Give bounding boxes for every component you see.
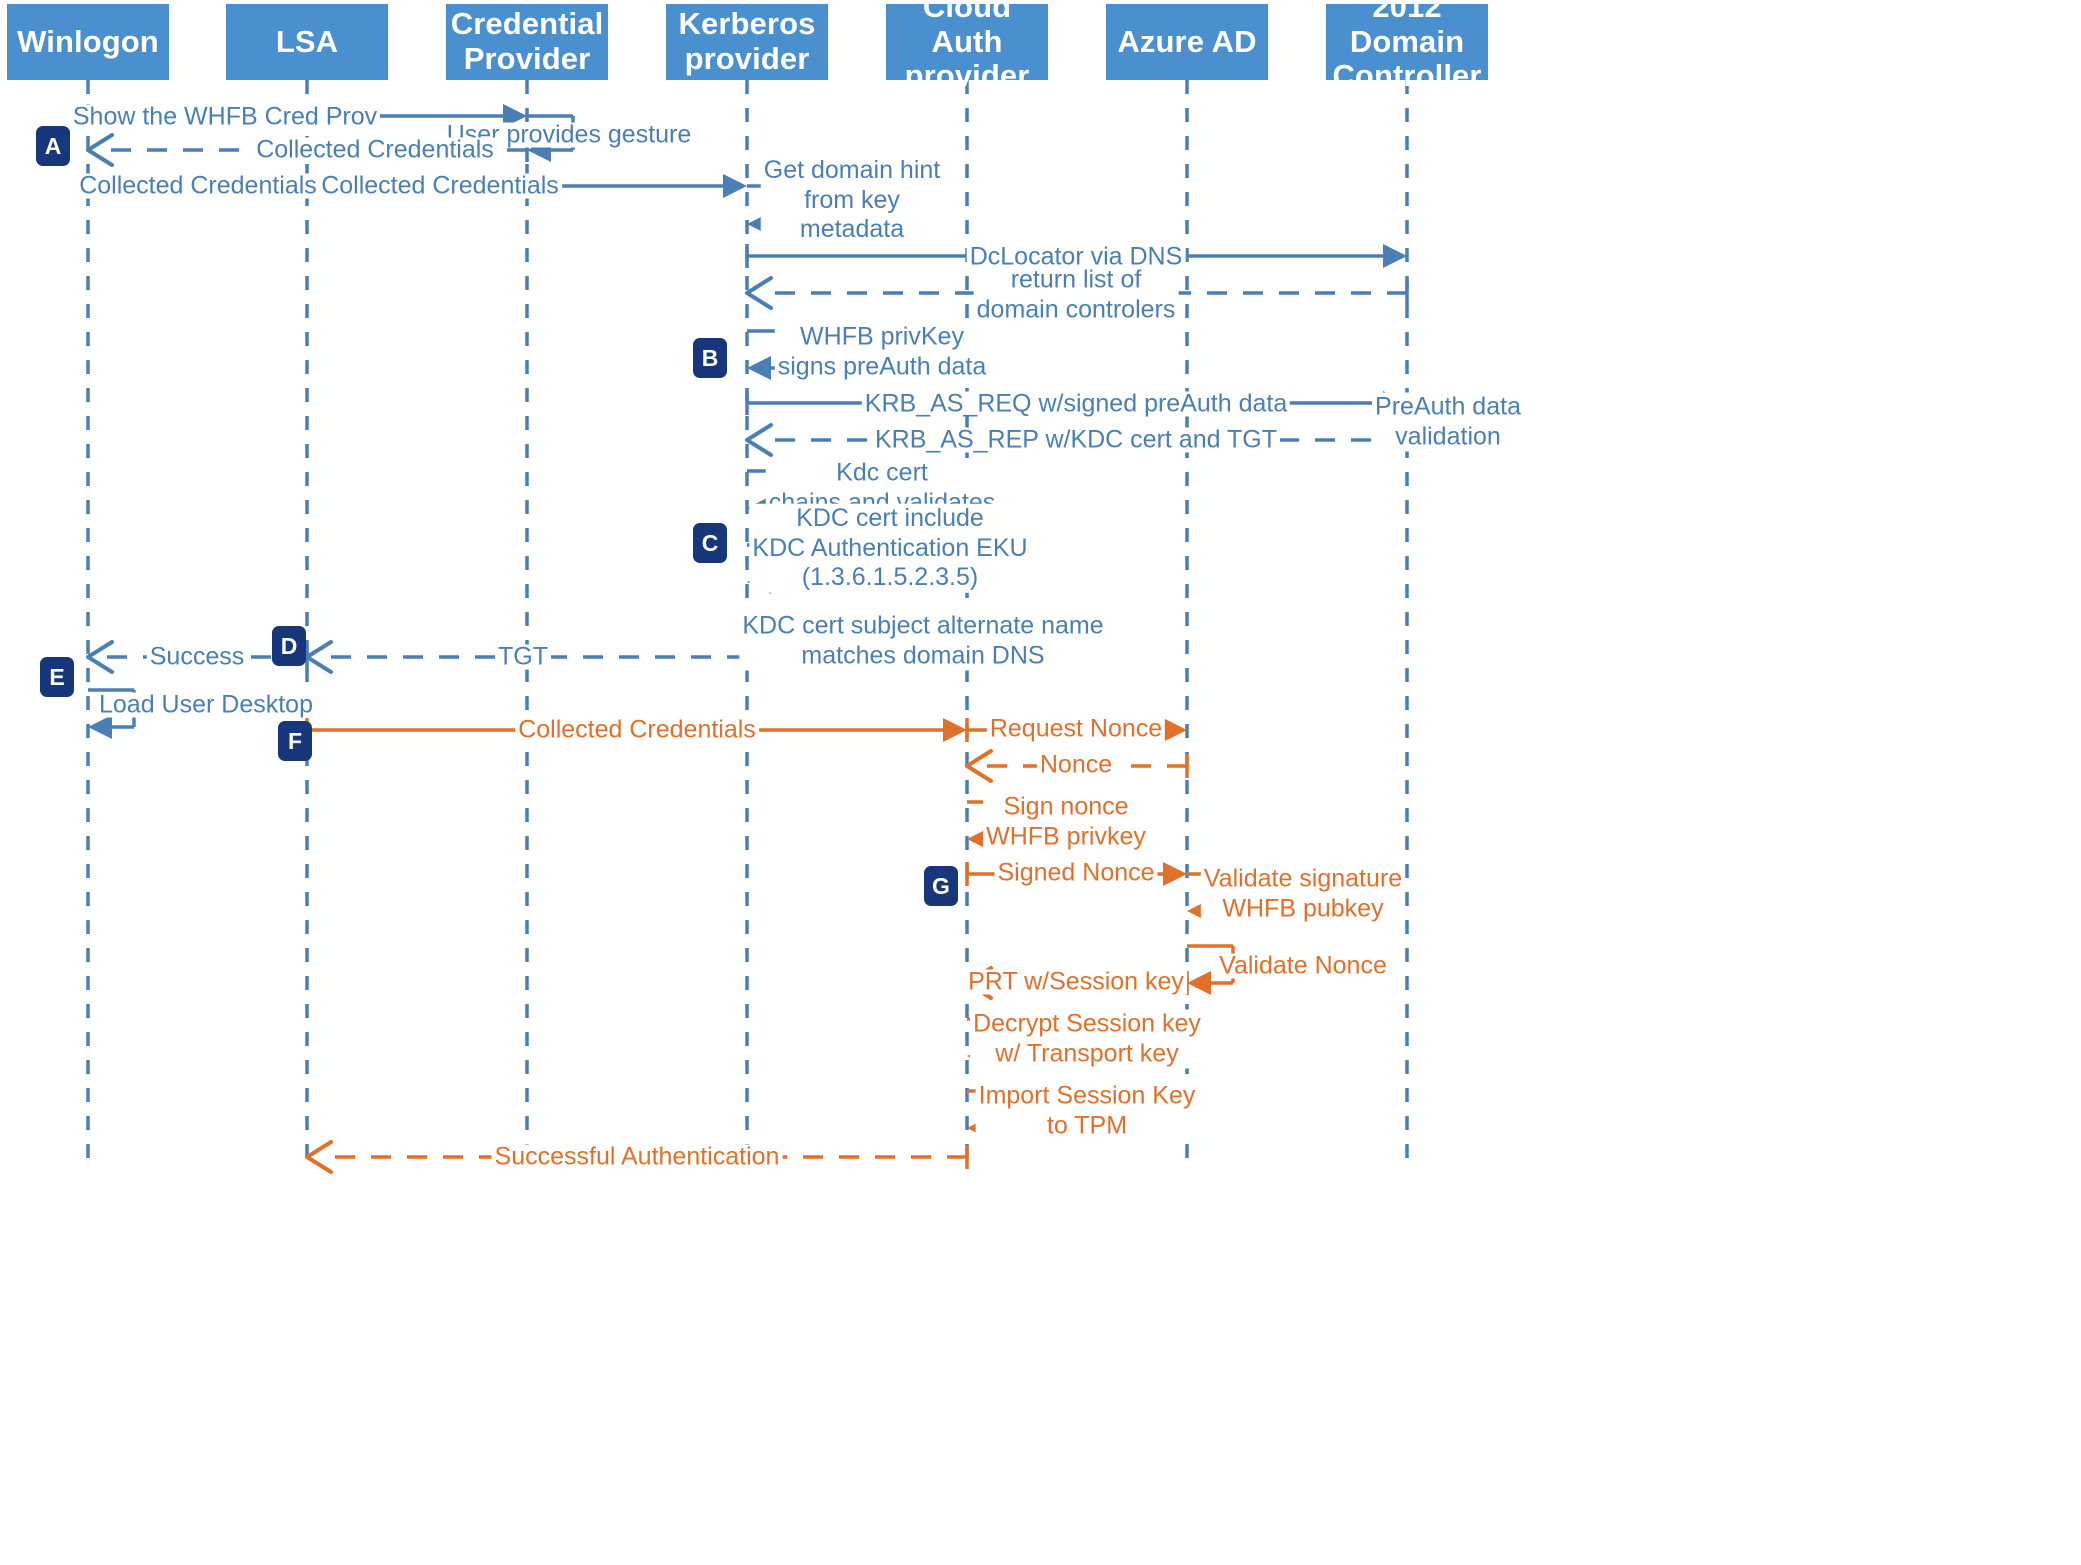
message-label-14: KDC cert include KDC Authentication EKU …: [749, 503, 1031, 593]
message-label-11: PreAuth data validation: [1372, 392, 1524, 452]
message-label-6: Get domain hint from key metadata: [760, 155, 944, 245]
message-label-10: KRB_AS_REQ w/signed preAuth data: [861, 391, 1291, 417]
message-label-12: KRB_AS_REP w/KDC cert and TGT: [871, 427, 1281, 453]
message-label-19: Collected Credentials: [515, 717, 759, 743]
message-label-15: KDC cert subject alternate name matches …: [739, 611, 1107, 671]
message-label-16: TGT: [495, 644, 551, 670]
message-label-4: Collected Credentials: [76, 173, 320, 199]
lifeline-header-azuread: Azure AD: [1106, 4, 1268, 80]
message-label-3: Collected Credentials: [253, 137, 497, 163]
message-label-21: Nonce: [1036, 752, 1116, 778]
message-label-9: WHFB privKey signs preAuth data: [774, 322, 990, 382]
message-label-26: PRT w/Session key: [965, 969, 1187, 995]
message-label-25: Validate Nonce: [1216, 953, 1390, 979]
message-label-7: DcLocator via DNS: [966, 244, 1186, 270]
message-label-23: Signed Nonce: [994, 860, 1158, 886]
message-label-28: Import Session Key to TPM: [975, 1081, 1199, 1141]
message-29: [305, 1140, 969, 1174]
step-marker-c: C: [693, 523, 727, 563]
step-marker-a: A: [36, 126, 70, 166]
lifeline-header-lsa: LSA: [226, 4, 388, 80]
message-label-27: Decrypt Session key w/ Transport key: [970, 1009, 1204, 1069]
step-marker-e: E: [40, 657, 74, 697]
step-marker-d: D: [272, 626, 306, 666]
step-marker-b: B: [693, 338, 727, 378]
message-label-22: Sign nonce WHFB privkey: [983, 792, 1149, 852]
message-label-20: Request Nonce: [986, 716, 1166, 742]
message-label-1: Show the WHFB Cred Prov: [69, 104, 381, 130]
message-21: [965, 749, 1189, 783]
step-marker-g: G: [924, 866, 958, 906]
message-8: [745, 276, 1409, 310]
message-label-8: return list of domain controlers: [973, 265, 1179, 325]
message-label-18: Load User Desktop: [95, 692, 317, 718]
message-label-17: Success: [146, 644, 248, 670]
message-label-29: Successful Authentication: [491, 1144, 783, 1170]
message-label-5: Collected Credentials: [318, 173, 562, 199]
message-label-24: Validate signature WHFB pubkey: [1200, 864, 1406, 924]
message-17: [86, 640, 309, 674]
lifeline-header-winlogon: Winlogon: [7, 4, 169, 80]
step-marker-f: F: [278, 721, 312, 761]
